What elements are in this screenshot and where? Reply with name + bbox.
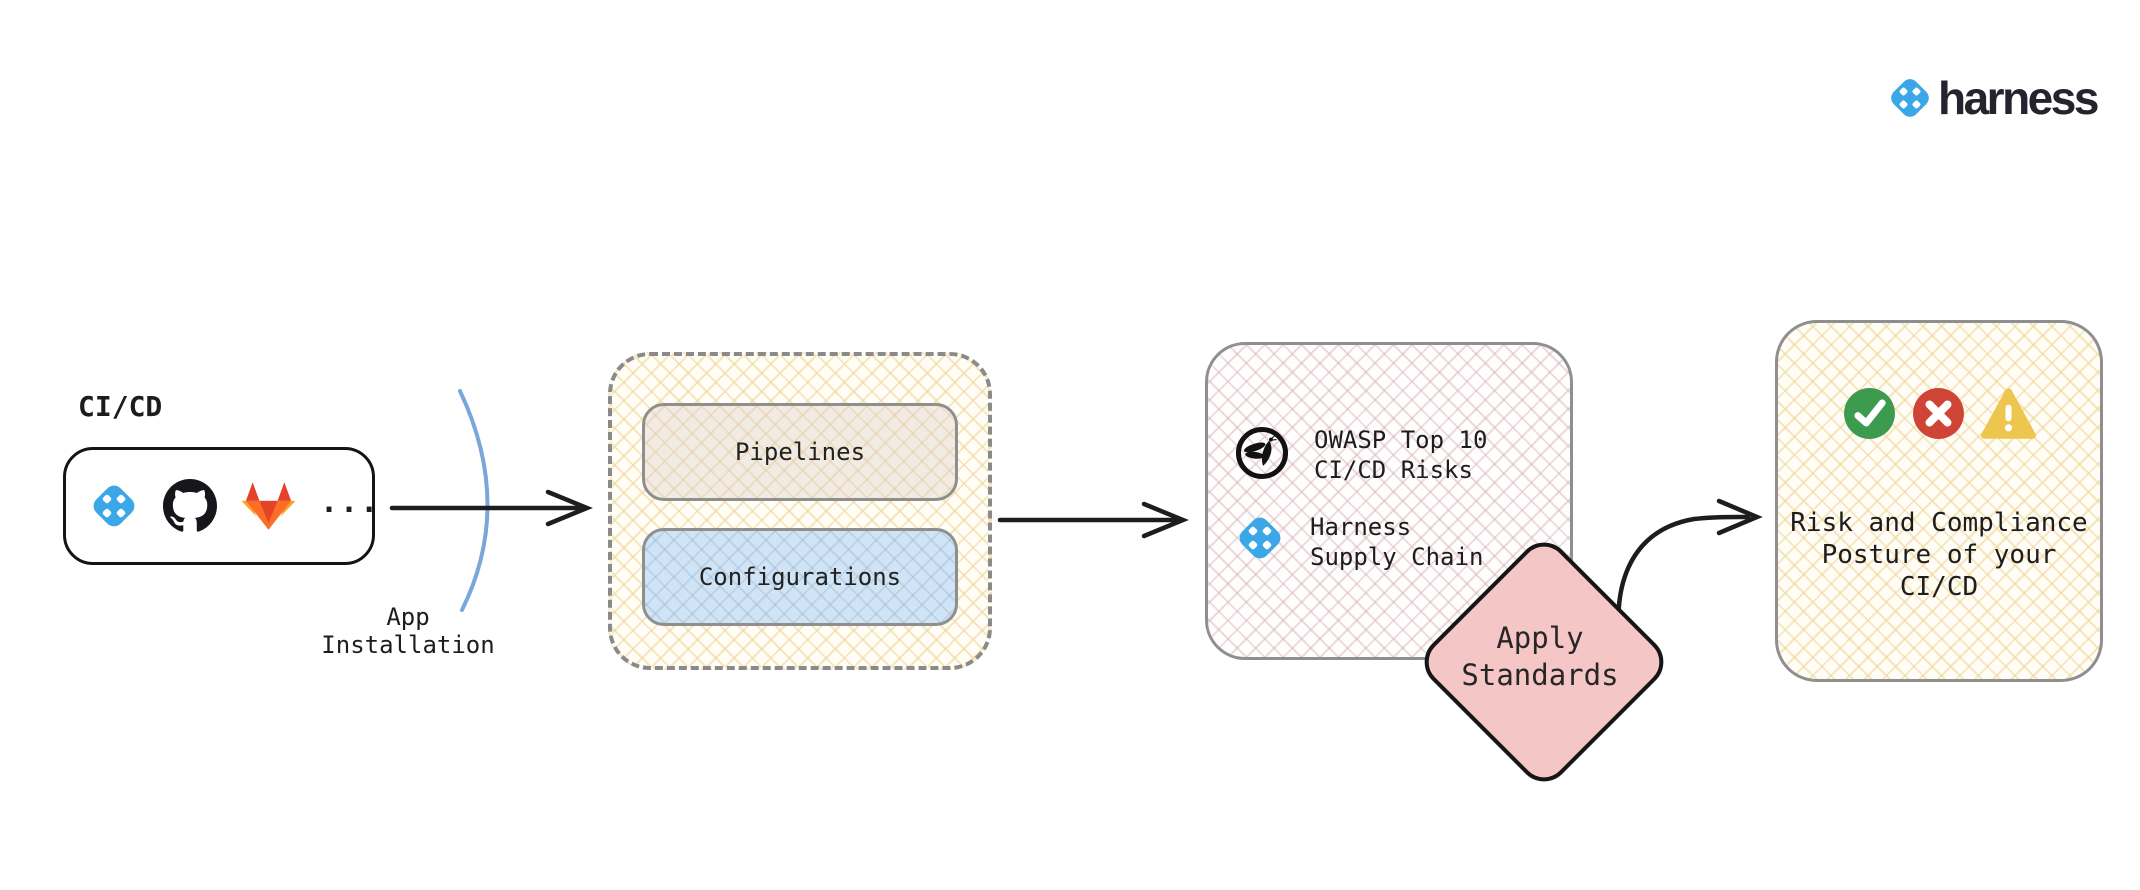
pipelines-box: Pipelines	[642, 403, 958, 501]
configurations-box: Configurations	[642, 528, 958, 626]
arrow-source-to-pipelines	[389, 489, 593, 527]
pipelines-label: Pipelines	[734, 438, 866, 466]
arrow-pipelines-to-standards	[997, 501, 1189, 539]
configurations-label: Configurations	[698, 563, 902, 591]
app-installation-label: App Installation	[321, 603, 495, 659]
cross-icon	[1912, 388, 1964, 439]
warning-icon	[1980, 388, 2036, 439]
status-icons	[1778, 387, 2100, 440]
harness-icon	[93, 485, 135, 527]
harness-logo-icon	[1891, 79, 1929, 117]
more-tools-ellipsis: ...	[320, 484, 381, 520]
harness-wordmark: harness	[1938, 72, 2099, 124]
cicd-source-label: CI/CD	[78, 390, 163, 423]
owasp-icon	[1235, 426, 1289, 480]
cicd-source-box: ...	[63, 447, 378, 565]
result-text: Risk and Compliance Posture of your CI/C…	[1790, 508, 2088, 603]
github-icon	[163, 479, 217, 532]
result-box: Risk and Compliance Posture of your CI/C…	[1775, 320, 2103, 682]
harness-brand: harness	[1886, 72, 2099, 124]
pipelines-group-box: Pipelines Configurations	[608, 352, 992, 670]
check-icon	[1843, 388, 1895, 439]
gitlab-icon	[241, 482, 296, 530]
owasp-row: OWASP Top 10 CI/CD Risks	[1234, 425, 1487, 486]
harness-icon	[1239, 517, 1281, 559]
owasp-text: OWASP Top 10 CI/CD Risks	[1314, 426, 1488, 485]
apply-standards-label: Apply Standards	[1461, 621, 1619, 692]
harness-supply-chain-row: Harness Supply Chain	[1234, 512, 1483, 573]
supply-chain-text: Harness Supply Chain	[1310, 513, 1484, 572]
boundary-arc	[458, 389, 490, 612]
